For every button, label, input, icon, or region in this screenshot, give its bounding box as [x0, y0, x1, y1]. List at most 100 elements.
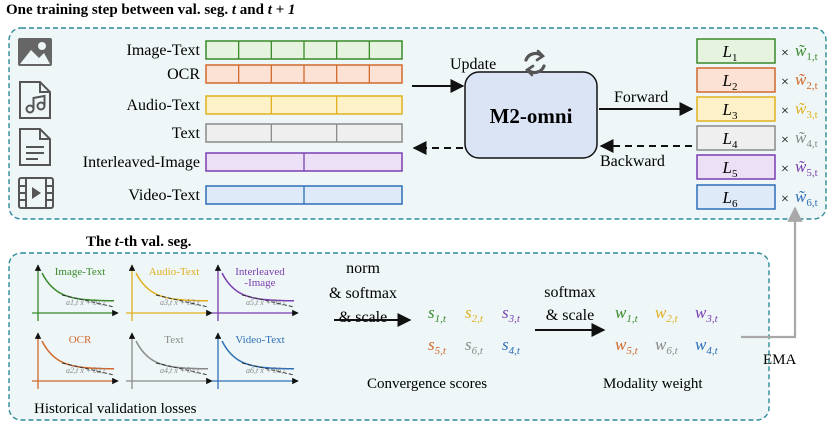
ema-arrow: [741, 206, 803, 339]
linear-fit-line: [61, 362, 115, 376]
update-label: Update: [450, 56, 496, 73]
fit-formula: a6,t x + b6,t: [246, 366, 286, 375]
convergence-score: s2,t: [465, 303, 484, 325]
plot-label: Interleaved-Image: [235, 266, 285, 289]
linear-fit-line: [241, 294, 295, 308]
loss-curve: [135, 272, 208, 302]
fit-formula: a4,t x + b4,t: [160, 366, 200, 375]
times-sign: ×: [781, 104, 789, 119]
task-data-bar: [205, 95, 403, 115]
loss-list: L1×w̃1,tL2×w̃2,tL3×w̃3,tL4×w̃4,tL5×w̃5,t…: [696, 38, 818, 210]
task-label: Video-Text: [128, 187, 200, 204]
loss-box: [696, 154, 776, 180]
loss-weight: w̃2,t: [795, 70, 818, 92]
loss-box: [696, 38, 776, 64]
loss-box: [696, 184, 776, 210]
loss-plots: Image-Text a1,t x + b1,t Audio-Text a3,t x …: [32, 264, 299, 389]
plot-label: Video-Text: [235, 334, 284, 346]
times-sign: ×: [781, 46, 789, 61]
task-label: Image-Text: [126, 42, 200, 59]
softmax-step-label: softmax & scale: [544, 284, 596, 324]
loss-weight: w̃3,t: [795, 99, 818, 121]
loss-curve: [135, 340, 208, 370]
text-file-icon: [19, 128, 51, 166]
loss-label: L5: [722, 158, 738, 180]
loss-label: L4: [722, 129, 738, 151]
convergence-score: s5,t: [428, 335, 447, 357]
fit-formula: a1,t x + b1,t: [66, 298, 106, 307]
plot-label: Audio-Text: [149, 266, 200, 278]
loss-plot: Audio-Text a3,t x + b3,t: [126, 264, 213, 321]
forward-label: Forward: [614, 89, 668, 106]
convergence-score: s4,t: [502, 335, 521, 357]
loss-label: L2: [722, 71, 738, 93]
step1-line: & softmax: [329, 285, 397, 302]
task-label: Interleaved-Image: [83, 154, 200, 171]
step2-line: & scale: [546, 307, 594, 324]
linear-fit-line: [61, 294, 115, 308]
loss-plot: Text a4,t x + b4,t: [126, 332, 213, 389]
plot-label: Text: [164, 334, 183, 346]
task-label: OCR: [167, 66, 200, 83]
loss-plot: Interleaved-Image a5,t x + b5,t: [212, 264, 299, 321]
task-label: Audio-Text: [126, 97, 200, 114]
convergence-score: s1,t: [428, 303, 447, 325]
fit-formula: a3,t x + b3,t: [160, 298, 200, 307]
loss-plot: Video-Text a6,t x + b6,t: [212, 332, 299, 389]
loss-curve: [221, 340, 294, 370]
modality-weight: w3,t: [695, 303, 719, 325]
task-data-bar: [205, 123, 403, 143]
plot-label: Image-Text: [55, 266, 106, 278]
normalize-step-label: norm & softmax & scale: [329, 260, 397, 326]
loss-curve: [221, 272, 294, 302]
convergence-scores: s1,t s2,t s3,t s5,t s6,t s4,t: [428, 303, 521, 357]
linear-fit-line: [155, 294, 209, 308]
fit-formula: a5,t x + b5,t: [246, 298, 286, 307]
times-sign: ×: [781, 75, 789, 90]
modality-weight: w5,t: [615, 335, 639, 357]
linear-fit-line: [155, 362, 209, 376]
step2-line: softmax: [544, 284, 596, 301]
loss-weight: w̃6,t: [795, 187, 818, 209]
loss-weight: w̃1,t: [795, 41, 818, 63]
loss-plot: Image-Text a1,t x + b1,t: [32, 264, 119, 321]
loss-label: L6: [722, 188, 738, 210]
loss-box: [696, 125, 776, 151]
backward-label: Backward: [600, 153, 665, 170]
audio-file-icon: [19, 81, 51, 119]
weights-caption: Modality weight: [603, 376, 703, 392]
modality-weight: w1,t: [615, 303, 639, 325]
task-label: Text: [172, 125, 201, 142]
fit-formula: a2,t x + b2,t: [66, 366, 106, 375]
ema-label: EMA: [763, 352, 797, 368]
times-sign: ×: [781, 192, 789, 207]
modality-weight: w4,t: [695, 335, 719, 357]
video-icon: [18, 177, 54, 209]
loss-curve: [41, 340, 114, 370]
model-label: M2-omni: [490, 104, 573, 128]
modality-weights: w1,t w2,t w3,t w5,t w6,t w4,t: [615, 303, 719, 357]
loss-weight: w̃4,t: [795, 128, 818, 150]
top-section-title: One training step between val. seg. t an…: [6, 2, 295, 18]
loss-curve: [41, 272, 114, 302]
step1-line: norm: [346, 260, 380, 277]
refresh-icon: [524, 49, 546, 77]
modality-weight: w2,t: [655, 303, 679, 325]
loss-box: [696, 96, 776, 122]
image-icon: [18, 38, 52, 66]
loss-plot: OCR a2,t x + b2,t: [32, 332, 119, 389]
times-sign: ×: [781, 162, 789, 177]
loss-weight: w̃5,t: [795, 157, 818, 179]
plots-caption: Historical validation losses: [34, 401, 197, 417]
plot-label: OCR: [69, 334, 92, 346]
times-sign: ×: [781, 133, 789, 148]
bottom-section-title: The t-th val. seg.: [86, 234, 192, 250]
convergence-score: s3,t: [502, 303, 521, 325]
step1-line: & scale: [339, 309, 387, 326]
modality-weight: w6,t: [655, 335, 679, 357]
loss-box: [696, 67, 776, 93]
scores-caption: Convergence scores: [367, 376, 487, 392]
convergence-score: s6,t: [465, 335, 484, 357]
